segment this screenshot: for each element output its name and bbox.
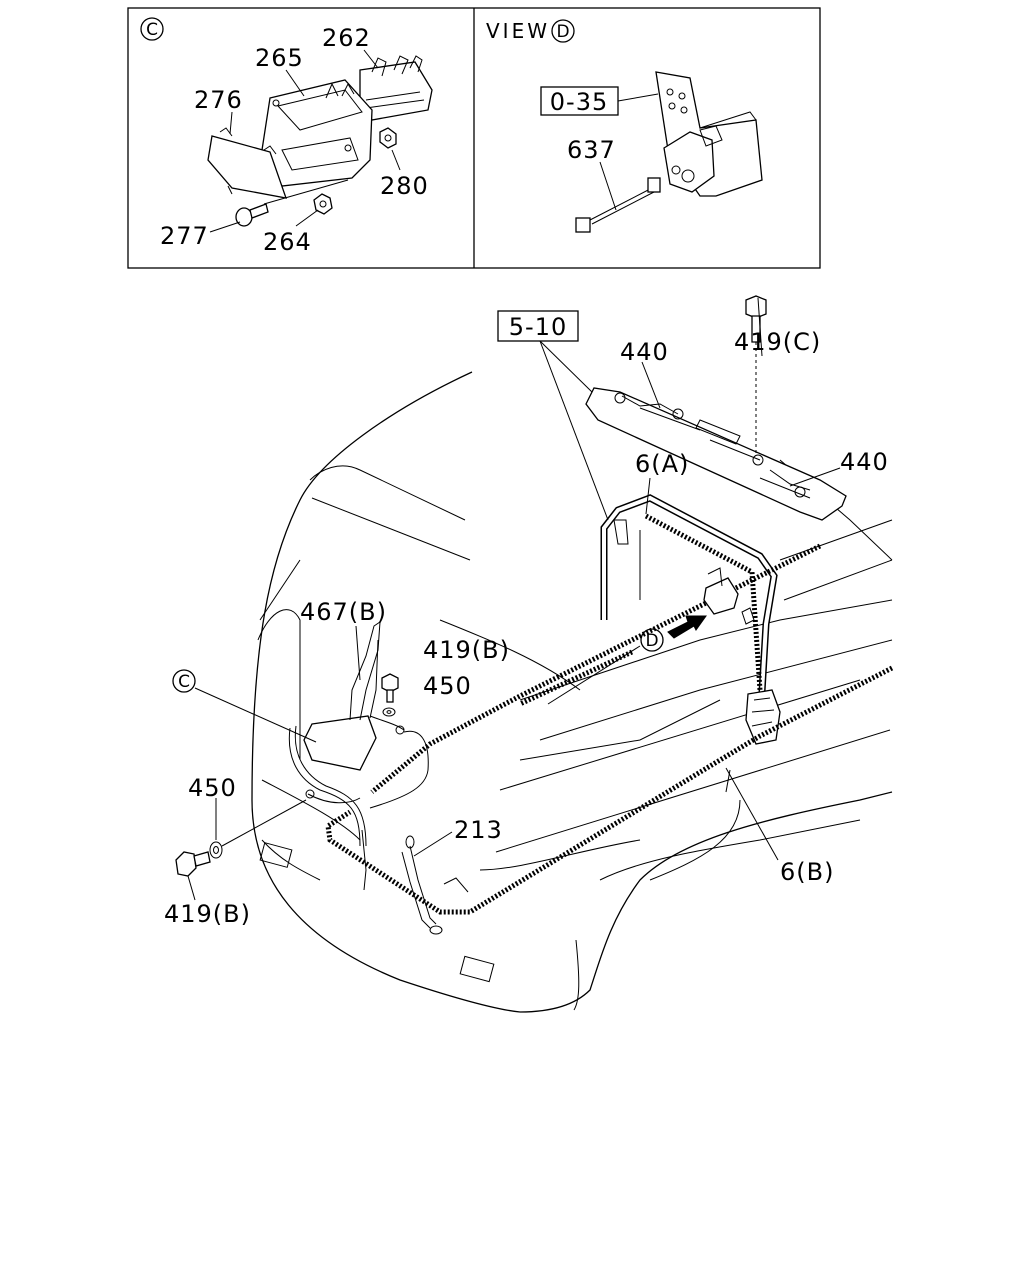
label-6a: 6(A) — [635, 450, 689, 478]
main-leaders — [187, 297, 841, 901]
bolt-419c-drawing — [745, 295, 767, 456]
detail-c-marker: C — [146, 20, 158, 40]
label-262: 262 — [322, 24, 371, 52]
nut-280-drawing — [379, 127, 397, 149]
ref-box-5-10 — [497, 310, 579, 342]
view-d-callout: D — [645, 631, 658, 651]
view-d-title: VIEW — [486, 19, 550, 43]
label-440-right: 440 — [840, 448, 889, 476]
label-450-left: 450 — [188, 774, 237, 802]
label-265: 265 — [255, 44, 304, 72]
view-d-marker-circle — [551, 19, 575, 43]
cab-body-outline — [251, 371, 893, 1013]
label-419b-top: 419(B) — [423, 636, 510, 664]
label-419c: 419(C) — [734, 328, 821, 356]
view-d-marker: D — [556, 22, 569, 42]
bolt-277-drawing — [235, 203, 269, 227]
label-467b: 467(B) — [300, 598, 387, 626]
label-276: 276 — [194, 86, 243, 114]
label-440-upper: 440 — [620, 338, 669, 366]
detail-c: C — [140, 17, 433, 256]
ref-0-35: 0-35 — [550, 88, 608, 116]
label-450-top: 450 — [423, 672, 472, 700]
label-264: 264 — [263, 228, 312, 256]
view-d: VIEW D 0-35 637 — [486, 19, 763, 233]
detail-c-leaders — [209, 49, 401, 233]
housing-265-drawing — [261, 79, 373, 187]
label-637: 637 — [567, 136, 616, 164]
main-illustration: D C 5-10 440 419(C) 440 6(A) 467(B) — [164, 295, 894, 1013]
ref-0-35-leader — [617, 93, 659, 102]
c-callout: C — [178, 672, 190, 692]
harness-637-drawing — [575, 161, 661, 233]
washer-450-left-drawing — [209, 841, 223, 859]
bolt-419b-top-drawing — [381, 673, 399, 703]
label-6b: 6(B) — [780, 858, 834, 886]
label-277: 277 — [160, 222, 209, 250]
connector-cluster-drawing — [745, 689, 781, 745]
crossmember-drawing — [585, 387, 847, 521]
relay-bracket-drawing — [655, 71, 763, 197]
label-280: 280 — [380, 172, 429, 200]
view-d-callout-circle — [640, 628, 664, 652]
ref-5-10: 5-10 — [509, 313, 567, 341]
label-419b-bottom: 419(B) — [164, 900, 251, 928]
c-callout-circle — [172, 669, 196, 693]
detail-panel — [127, 7, 821, 269]
nut-264-drawing — [313, 193, 333, 215]
bolt-419b-bottom-drawing — [175, 799, 307, 877]
harness-6a-drawing — [600, 494, 778, 693]
washer-450-top-drawing — [382, 707, 396, 717]
view-d-arrow — [667, 567, 739, 639]
label-213: 213 — [454, 816, 503, 844]
ground-strap-213-drawing — [401, 835, 443, 935]
detail-c-marker-circle — [140, 17, 164, 41]
relay-assembly-drawing — [288, 621, 429, 891]
